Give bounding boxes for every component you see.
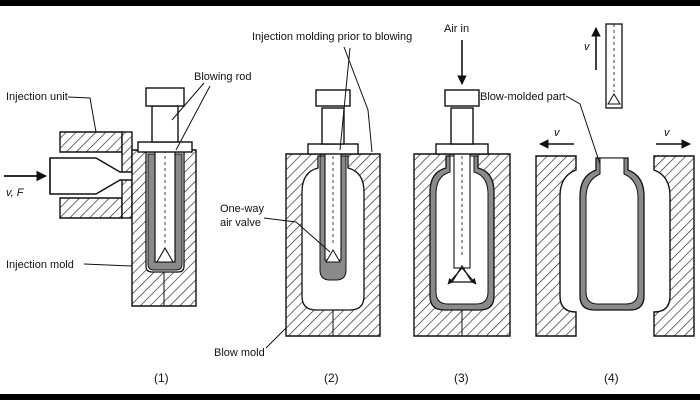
leader-blow-molded-part [565, 95, 601, 165]
label-one-way-line1: One-way [220, 203, 265, 215]
blowing-rod-head-2 [315, 89, 351, 107]
blowing-rod-3 [450, 107, 474, 145]
label-air-in: Air in [444, 23, 469, 35]
leader-blowing-rod-a [171, 82, 205, 121]
label-one-way-line2: air valve [220, 217, 261, 229]
label-vf: v, F [6, 187, 25, 199]
leader-injection-unit [67, 96, 97, 133]
leader-injection-prior-b [339, 47, 351, 151]
blowing-rod [151, 105, 179, 143]
label-blowing-rod: Blowing rod [194, 71, 251, 83]
step-label-4: (4) [604, 371, 619, 385]
left-mold-half [535, 155, 577, 337]
step-1-injection-mold [4, 87, 197, 307]
leader-injection-prior [343, 46, 373, 153]
blowing-rod-2 [321, 107, 345, 145]
step-label-1: (1) [154, 371, 169, 385]
step-4-ejection [535, 23, 695, 337]
label-v-left: v [554, 127, 561, 139]
leader-injection-mold [83, 263, 133, 267]
label-injection-molding-prior: Injection molding prior to blowing [252, 31, 412, 43]
blow-molded-part-inner [585, 157, 639, 305]
valve-tip [156, 246, 174, 263]
label-v-right: v [664, 127, 671, 139]
mold-top-plate-2 [307, 143, 359, 155]
blowing-rod-head-3 [444, 89, 480, 107]
leader-one-way-valve [263, 217, 331, 253]
blowing-rod-head [145, 87, 185, 107]
label-blow-molded-part: Blow-molded part [480, 91, 566, 103]
right-mold-half [653, 155, 695, 337]
leader-lines [67, 46, 601, 349]
step-label-2: (2) [324, 371, 339, 385]
label-blow-mold: Blow mold [214, 347, 265, 359]
step-3-blowing [413, 40, 511, 337]
label-v-up: v [584, 41, 591, 53]
core-rod-3 [453, 149, 471, 269]
leader-blowing-rod-b [175, 85, 211, 151]
top-border [0, 0, 700, 6]
step-2-blow-mold [285, 89, 381, 337]
label-injection-mold: Injection mold [6, 259, 74, 271]
leader-blow-mold [265, 327, 287, 349]
valve-tip-2 [325, 249, 341, 263]
mold-top-plate [137, 141, 193, 153]
step-label-3: (3) [454, 371, 469, 385]
bottom-border [0, 394, 700, 400]
mold-top-plate-3 [435, 143, 489, 155]
label-injection-unit: Injection unit [6, 91, 68, 103]
